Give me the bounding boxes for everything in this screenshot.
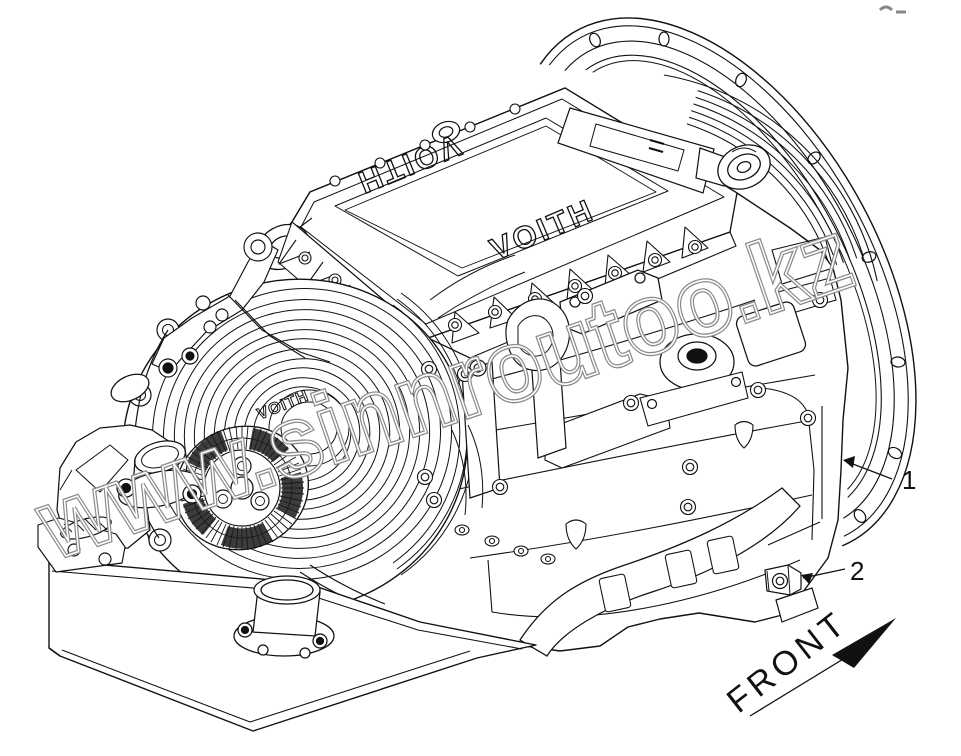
- svg-text:2: 2: [850, 556, 864, 586]
- svg-text:1: 1: [902, 465, 916, 495]
